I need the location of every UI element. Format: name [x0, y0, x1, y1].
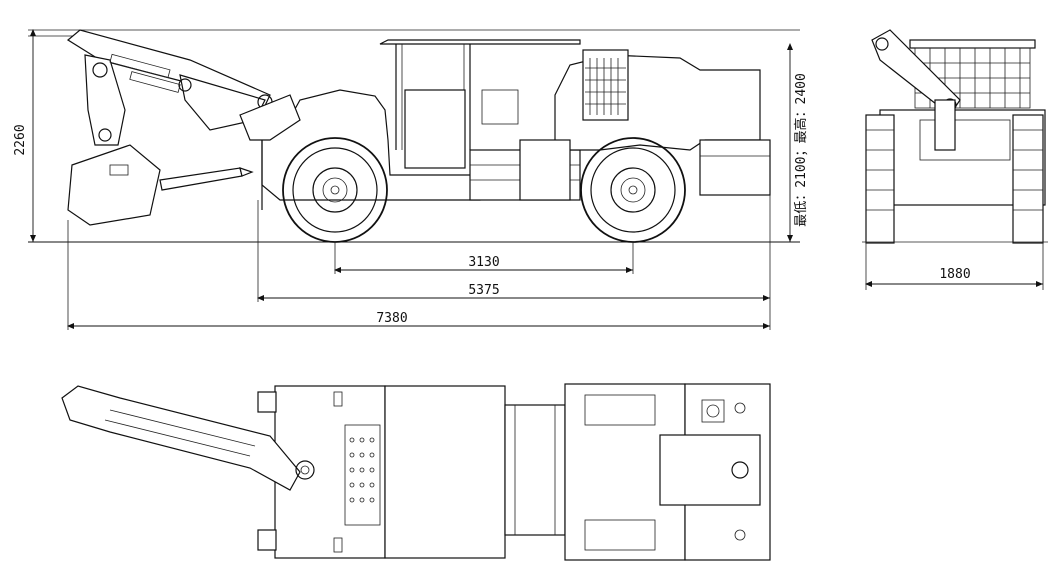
- rear-wheel: [580, 137, 686, 243]
- overall-length-label: 7380: [376, 311, 407, 326]
- body-length-label: 5375: [468, 283, 499, 298]
- body-length-dimension: 5375: [257, 195, 771, 302]
- top-holes: [349, 437, 375, 503]
- width-label: 1880: [939, 267, 970, 282]
- breaker-hammer: [67, 144, 254, 226]
- wheelbase-dimension: 3130: [334, 242, 634, 274]
- side-view: [28, 29, 800, 243]
- top-view: [61, 383, 771, 561]
- height-dimension-right: 最低：2100；最高：2400: [787, 43, 809, 242]
- front-view: [862, 29, 1048, 244]
- height-label: 2260: [13, 124, 28, 155]
- height-dimension-left: 2260: [13, 29, 36, 242]
- grille: [585, 58, 626, 115]
- wheelbase-label: 3130: [468, 255, 499, 270]
- height-range-note: 最低：2100；最高：2400: [793, 73, 809, 227]
- boom-arm: [66, 29, 273, 146]
- overall-length-dimension: 7380: [67, 220, 771, 330]
- width-dimension: 1880: [865, 242, 1044, 290]
